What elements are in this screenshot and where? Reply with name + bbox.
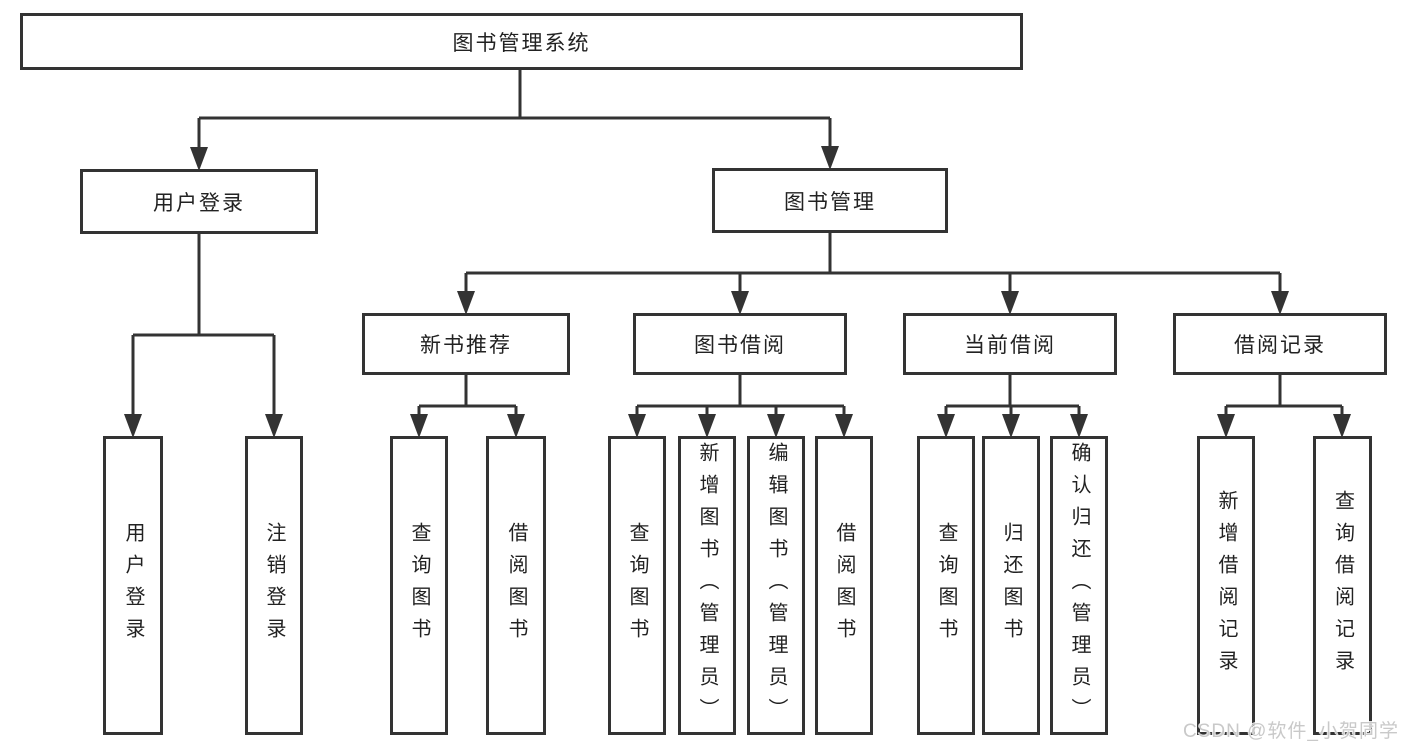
arrowheads (124, 146, 1351, 438)
node-user-login: 用户登录 (80, 169, 318, 234)
node-current-return-books: 归还图书 (982, 436, 1040, 735)
arrow-icon (1333, 414, 1351, 438)
node-label: 确认归还（管理员） (1068, 441, 1090, 730)
node-recommend-query-books: 查询图书 (390, 436, 448, 735)
node-borrowing-records: 借阅记录 (1173, 313, 1387, 375)
arrow-icon (124, 414, 142, 438)
arrow-icon (457, 291, 475, 315)
node-current-query-books: 查询图书 (917, 436, 975, 735)
node-label: 查询图书 (626, 521, 648, 650)
arrow-icon (265, 414, 283, 438)
csdn-watermark: CSDN @软件_小贺同学 (1183, 721, 1399, 742)
arrow-icon (937, 414, 955, 438)
arrow-icon (1001, 291, 1019, 315)
node-login-logout: 注销登录 (245, 436, 303, 735)
node-records-query-record: 查询借阅记录 (1313, 436, 1372, 735)
node-login-user: 用户登录 (103, 436, 163, 735)
arrow-icon (190, 147, 208, 171)
node-label: 当前借阅 (964, 334, 1056, 357)
arrow-icon (767, 414, 785, 438)
node-label: 注销登录 (263, 521, 285, 650)
node-label: 图书借阅 (694, 334, 786, 357)
node-borrow-add-books-admin: 新增图书（管理员） (678, 436, 736, 735)
node-book-management: 图书管理 (712, 168, 948, 233)
node-label: 图书管理系统 (452, 31, 591, 55)
arrow-icon (1271, 291, 1289, 315)
node-label: 新增图书（管理员） (696, 441, 718, 730)
node-records-add-record: 新增借阅记录 (1197, 436, 1255, 735)
node-label: 查询借阅记录 (1331, 489, 1354, 682)
arrow-icon (410, 414, 428, 438)
arrow-icon (1002, 414, 1020, 438)
arrow-icon (698, 414, 716, 438)
node-current-confirm-return-admin: 确认归还（管理员） (1050, 436, 1108, 735)
node-book-borrowing: 图书借阅 (633, 313, 847, 375)
connector-trunks-and-bars (133, 70, 1342, 408)
node-new-book-recommend: 新书推荐 (362, 313, 570, 375)
node-borrow-query-books: 查询图书 (608, 436, 666, 735)
arrow-icon (731, 291, 749, 315)
node-label: 新增借阅记录 (1215, 489, 1237, 682)
arrow-icon (835, 414, 853, 438)
node-label: 借阅记录 (1234, 334, 1326, 357)
node-recommend-borrow-books: 借阅图书 (486, 436, 546, 735)
node-label: 查询图书 (408, 521, 430, 650)
arrow-icon (507, 414, 525, 438)
node-borrow-borrow-books: 借阅图书 (815, 436, 873, 735)
arrow-icon (821, 146, 839, 170)
node-label: 编辑图书（管理员） (765, 441, 787, 730)
arrow-icon (628, 414, 646, 438)
node-current-borrowing: 当前借阅 (903, 313, 1117, 375)
arrow-icon (1070, 414, 1088, 438)
node-label: 借阅图书 (833, 521, 855, 650)
node-label: 用户登录 (122, 521, 144, 650)
node-label: 借阅图书 (505, 521, 527, 650)
node-root: 图书管理系统 (20, 13, 1023, 70)
node-borrow-edit-books-admin: 编辑图书（管理员） (747, 436, 805, 735)
node-label: 用户登录 (153, 191, 245, 215)
connector-drops (131, 118, 1344, 424)
node-label: 归还图书 (1000, 521, 1022, 650)
arrow-icon (1217, 414, 1235, 438)
node-label: 查询图书 (935, 521, 957, 650)
node-label: 新书推荐 (420, 334, 512, 357)
node-label: 图书管理 (784, 190, 876, 214)
